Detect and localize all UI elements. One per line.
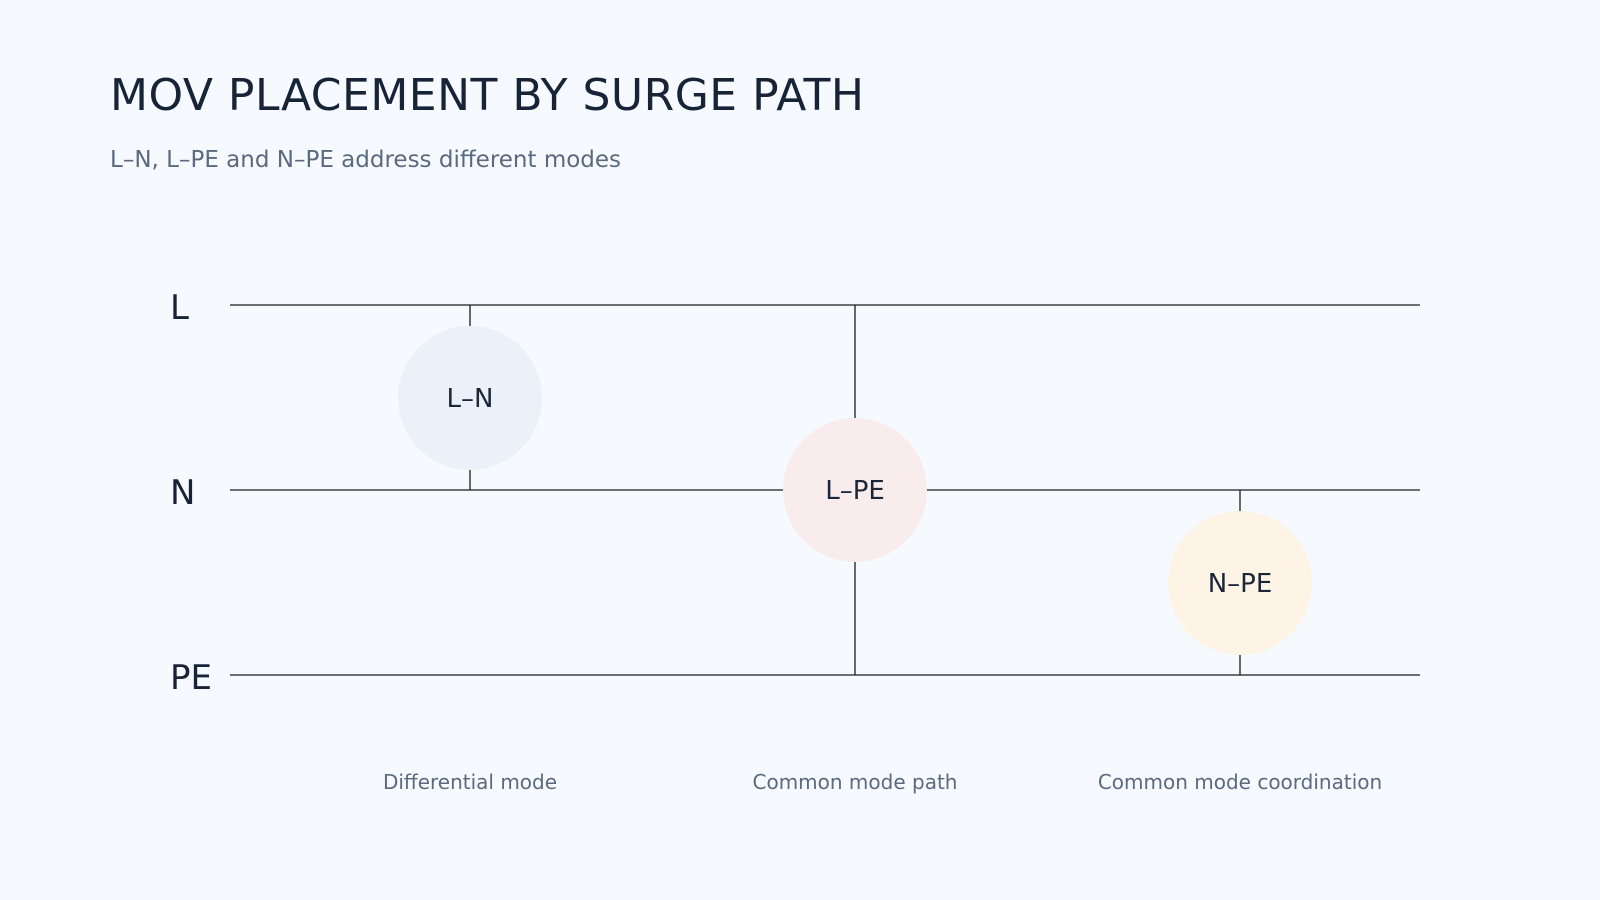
rail-label-n: N (170, 473, 195, 513)
mov-l-pe: L–PE Common mode path (753, 305, 958, 794)
mov-l-pe-label: L–PE (825, 476, 885, 506)
mov-n-pe-label: N–PE (1208, 569, 1273, 599)
mov-l-n-caption: Differential mode (383, 770, 557, 794)
mov-n-pe-caption: Common mode coordination (1098, 770, 1382, 794)
rail-label-pe: PE (170, 658, 212, 698)
mov-n-pe-circle (1168, 511, 1312, 655)
page-subtitle: L–N, L–PE and N–PE address different mod… (110, 147, 622, 173)
mov-n-pe: N–PE Common mode coordination (1098, 490, 1382, 794)
mov-l-pe-caption: Common mode path (753, 770, 958, 794)
rail-label-l: L (170, 288, 189, 328)
mov-l-n-circle (398, 326, 542, 470)
mov-l-pe-circle (783, 418, 927, 562)
mov-l-n-label: L–N (447, 384, 494, 414)
page-title: MOV PLACEMENT BY SURGE PATH (110, 70, 865, 121)
mov-l-n: L–N Differential mode (383, 305, 557, 794)
